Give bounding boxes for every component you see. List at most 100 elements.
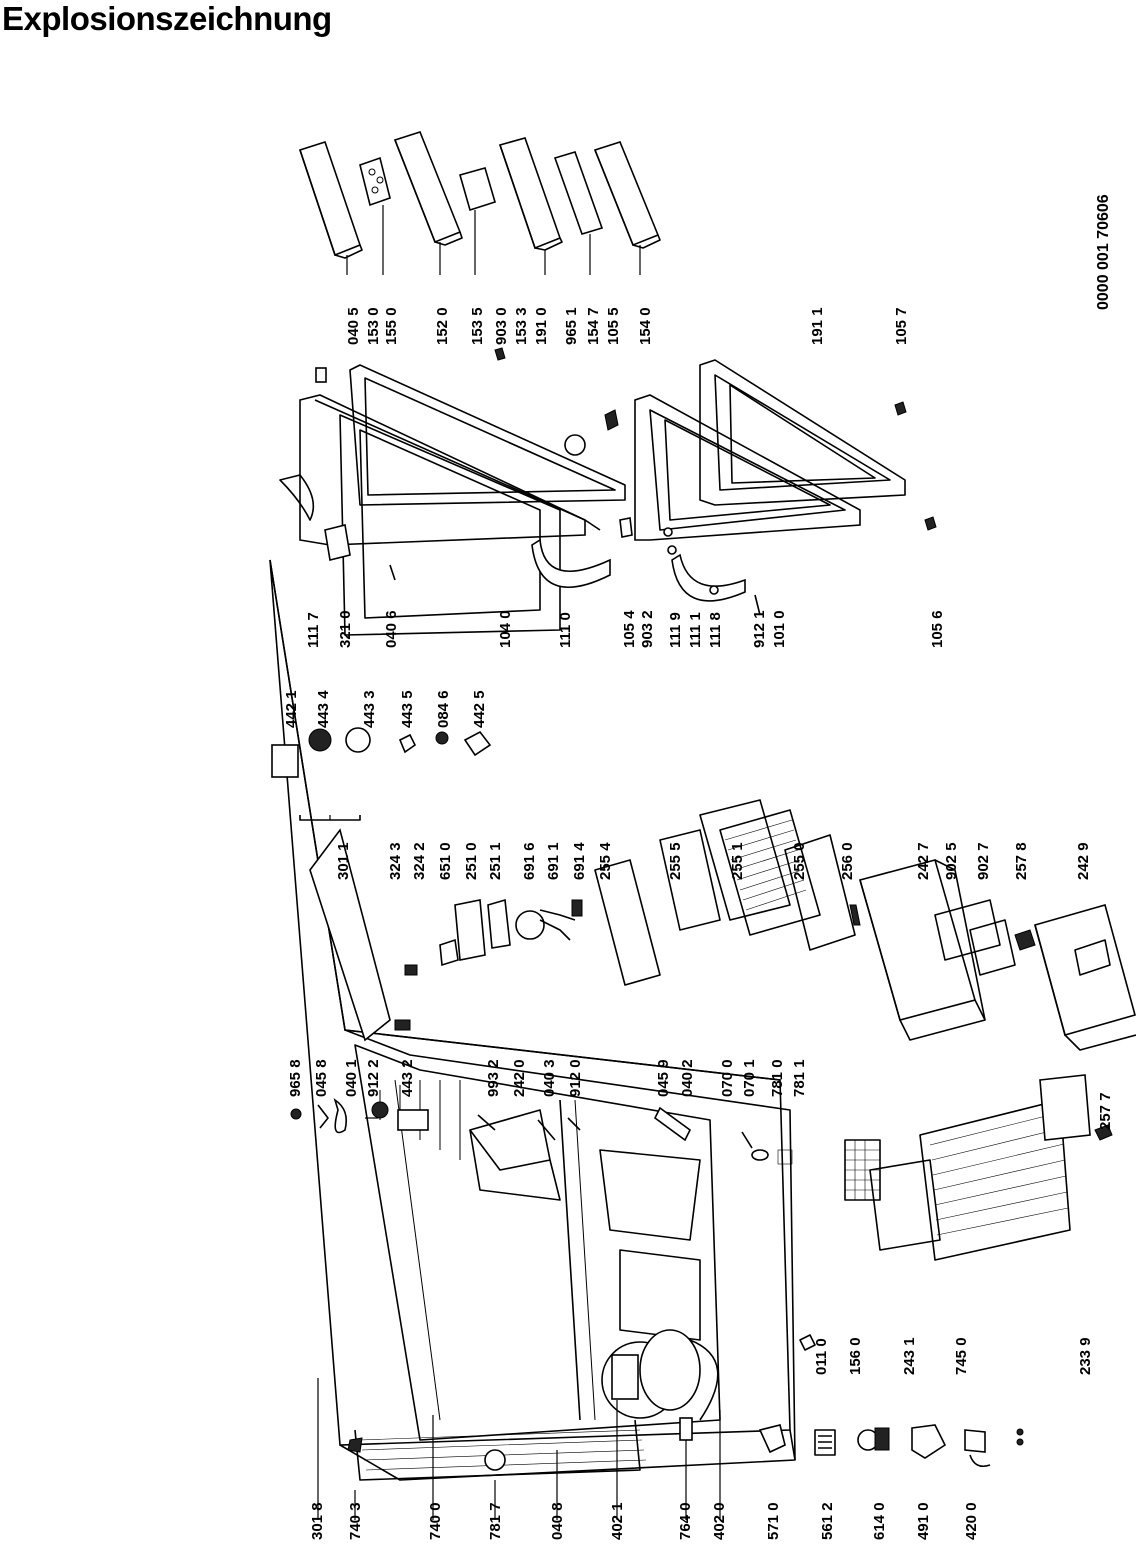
fridge-cabinet-icon (269, 559, 796, 1481)
part-label: 111 0 (557, 612, 574, 648)
part-label: 070 0 (719, 1059, 736, 1097)
crisper-drawer-icon (859, 859, 1136, 1051)
part-label: 442 5 (471, 690, 488, 728)
part-label: 101 0 (771, 610, 788, 648)
part-label: 045 8 (313, 1059, 330, 1097)
part-label: 104 0 (497, 610, 514, 648)
part-label: 256 0 (839, 842, 856, 880)
glass-shelf-icon (869, 1159, 941, 1251)
part-label: 191 0 (533, 307, 550, 345)
rail-icon (1039, 1074, 1091, 1141)
part-label: 105 6 (929, 610, 946, 648)
part-label: 153 5 (469, 307, 486, 345)
electrical-parts-group (758, 1424, 1024, 1468)
part-label: 156 0 (847, 1337, 864, 1375)
part-label: 740 3 (347, 1502, 364, 1540)
part-label: 912 2 (365, 1059, 382, 1097)
part-label: 402 1 (609, 1502, 626, 1540)
wire-shelf-icon (919, 1099, 1071, 1261)
part-label: 105 5 (605, 307, 622, 345)
part-label: 111 7 (305, 612, 322, 648)
part-label: 153 0 (365, 307, 382, 345)
part-label: 781 1 (791, 1059, 808, 1097)
part-label: 301 1 (335, 842, 352, 880)
part-label: 912 1 (751, 610, 768, 648)
part-label: 324 2 (411, 842, 428, 880)
part-label: 903 0 (493, 307, 510, 345)
part-label: 111 1 (687, 612, 704, 648)
door-bin-leaders (346, 205, 641, 275)
cabinet-left-leaders (317, 1378, 721, 1520)
part-label: 233 9 (1077, 1337, 1094, 1375)
part-label: 040 2 (679, 1059, 696, 1097)
part-label: 153 3 (513, 307, 530, 345)
part-label: 912 0 (567, 1059, 584, 1097)
egg-tray-icon (844, 1139, 881, 1201)
part-label: 251 0 (463, 842, 480, 880)
part-label: 257 7 (1097, 1092, 1114, 1130)
part-label: 691 4 (571, 842, 588, 880)
part-label: 045 9 (655, 1059, 672, 1097)
part-label: 745 0 (953, 1337, 970, 1375)
part-label: 321 0 (337, 610, 354, 648)
part-label: 902 7 (975, 842, 992, 880)
relay-icon (758, 1424, 786, 1454)
part-label: 243 1 (901, 1337, 918, 1375)
document-number: 0000 001 70606 (1095, 194, 1112, 310)
part-label: 111 8 (707, 612, 724, 648)
part-label: 154 0 (637, 307, 654, 345)
part-label: 040 3 (541, 1059, 558, 1097)
part-label: 443 3 (361, 690, 378, 728)
capacitor-icon (964, 1429, 991, 1468)
part-label: 191 1 (809, 307, 826, 345)
cabinet-top-parts (290, 1098, 793, 1165)
part-label: 402 0 (711, 1502, 728, 1540)
part-label: 993 2 (485, 1059, 502, 1097)
part-label: 442 1 (283, 690, 300, 728)
part-label: 491 0 (915, 1502, 932, 1540)
part-label: 781 0 (769, 1059, 786, 1097)
part-label: 257 8 (1013, 842, 1030, 880)
part-label: 651 0 (437, 842, 454, 880)
part-label: 965 1 (563, 307, 580, 345)
part-label: 105 7 (893, 307, 910, 345)
part-label: 040 5 (345, 307, 362, 345)
lamp-icon (439, 938, 459, 967)
part-label: 443 5 (399, 690, 416, 728)
fan-icon (279, 474, 315, 521)
bottom-inner-parts (799, 1074, 1113, 1351)
condenser-icon (309, 828, 391, 1042)
page-title: Explosionszeichnung (2, 0, 332, 37)
part-label: 301 8 (309, 1502, 326, 1540)
part-label: 111 9 (667, 612, 684, 648)
part-label: 255 0 (791, 842, 808, 880)
part-label: 571 0 (765, 1502, 782, 1540)
part-label: 105 4 (621, 610, 638, 648)
part-label: 242 9 (1075, 842, 1092, 880)
part-label: 691 1 (545, 842, 562, 880)
part-label: 040 6 (383, 610, 400, 648)
part-label: 255 1 (729, 842, 746, 880)
terminal-icon (814, 1429, 836, 1456)
part-label: 903 2 (639, 610, 656, 648)
part-label: 443 2 (399, 1059, 416, 1097)
part-label: 011 0 (813, 1338, 830, 1375)
part-label: 902 5 (943, 842, 960, 880)
part-label: 070 1 (741, 1059, 758, 1097)
part-label: 154 7 (585, 307, 602, 345)
part-label: 040 8 (549, 1502, 566, 1540)
part-label: 781 7 (487, 1502, 504, 1540)
part-label: 155 0 (383, 307, 400, 345)
middle-parts (299, 799, 861, 1042)
part-label: 084 6 (435, 690, 452, 728)
part-label: 614 0 (871, 1502, 888, 1540)
door-bin-icon (298, 131, 661, 259)
part-label: 255 5 (667, 842, 684, 880)
egg-tray-icon (359, 156, 391, 207)
part-label: 420 0 (963, 1502, 980, 1540)
part-label: 152 0 (434, 307, 451, 345)
door-small-parts (279, 347, 937, 616)
part-label: 561 2 (819, 1502, 836, 1540)
cover-icon (911, 1424, 947, 1459)
